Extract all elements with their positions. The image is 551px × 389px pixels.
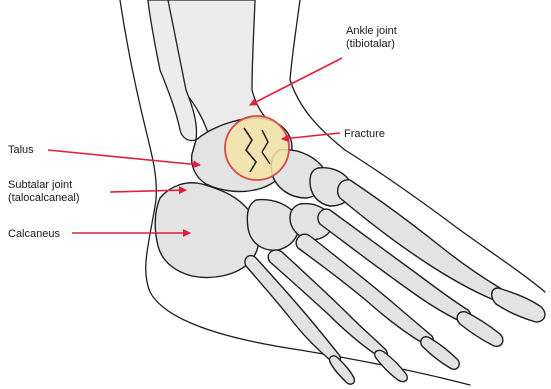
subtalar-joint-sublabel: (talocalcaneal) — [8, 192, 80, 204]
fracture-highlight — [225, 116, 289, 180]
ankle-joint-sublabel: (tibiotalar) — [346, 38, 395, 50]
calcaneus-bone — [155, 183, 259, 278]
talus-label: Talus — [8, 144, 34, 156]
calcaneus-label: Calcaneus — [8, 228, 60, 240]
ankle-joint-leader — [250, 58, 342, 105]
ankle-joint-label: Ankle joint — [346, 25, 397, 37]
subtalar-joint-label: Subtalar joint — [8, 179, 72, 191]
talus-leader — [48, 150, 200, 165]
fracture-label: Fracture — [344, 128, 385, 140]
